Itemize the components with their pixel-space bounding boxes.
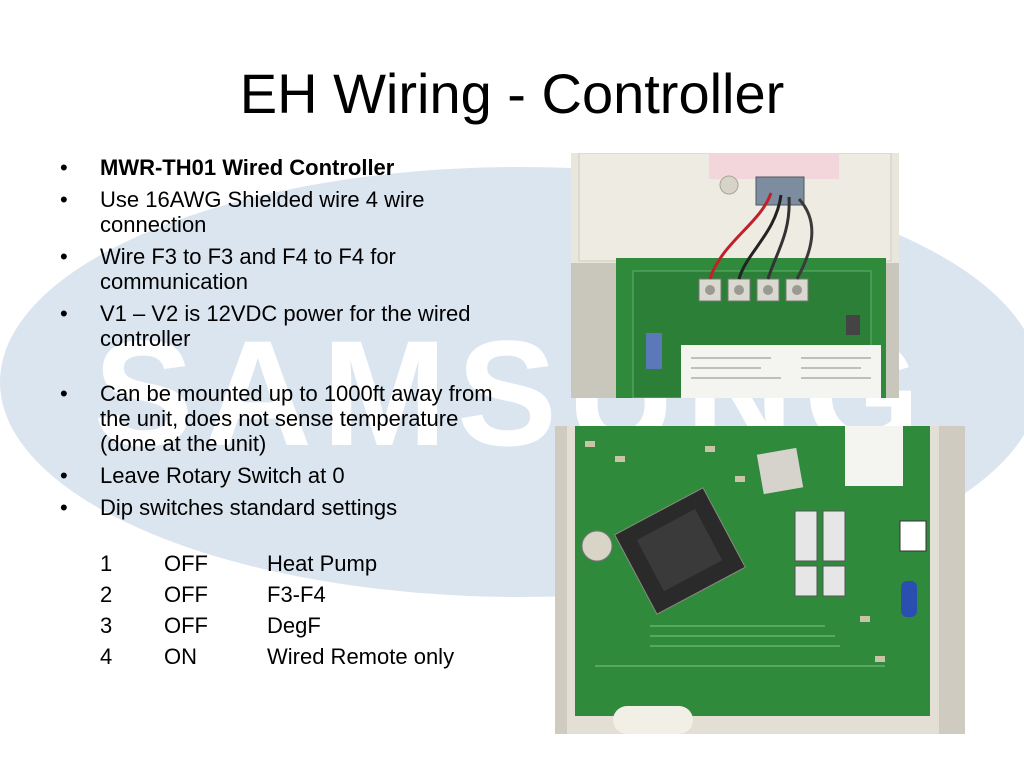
dip-switch-row: 2 OFF F3-F4: [100, 579, 454, 610]
dip-switch-function: Heat Pump: [267, 551, 378, 576]
slide-title: EH Wiring - Controller: [239, 62, 785, 125]
dip-switch-function: DegF: [267, 613, 321, 638]
controller-terminal-photo: [571, 153, 899, 398]
dip-switch-row: 1 OFF Heat Pump: [100, 548, 454, 579]
controller-pcb-photo: [555, 426, 965, 734]
dip-switch-number: 4: [100, 644, 113, 669]
bullet-item: Use 16AWG Shielded wire 4 wire connectio…: [55, 187, 505, 237]
dip-switch-state: OFF: [164, 551, 208, 576]
bullet-text: Wire F3 to F3 and F4 to F4 for communica…: [100, 244, 396, 294]
dip-switch-state: OFF: [164, 613, 208, 638]
dip-switch-table: 1 OFF Heat Pump 2 OFF F3-F4 3 OFF DegF 4…: [100, 548, 454, 672]
dip-switch-number: 1: [100, 551, 113, 576]
bullet-item: Leave Rotary Switch at 0: [55, 463, 505, 488]
bullet-text: Use 16AWG Shielded wire 4 wire connectio…: [100, 187, 425, 237]
bullet-item: Dip switches standard settings: [55, 495, 505, 520]
dip-switch-number: 3: [100, 613, 113, 638]
bullet-item: Wire F3 to F3 and F4 to F4 for communica…: [55, 244, 505, 294]
dip-switch-state: ON: [164, 644, 197, 669]
bullet-text: MWR-TH01 Wired Controller: [100, 155, 395, 180]
dip-switch-number: 2: [100, 582, 113, 607]
bullet-item: V1 – V2 is 12VDC power for the wired con…: [55, 301, 505, 351]
dip-switch-row: 4 ON Wired Remote only: [100, 641, 454, 672]
bullet-item: MWR-TH01 Wired Controller: [55, 155, 505, 180]
bullet-text: Can be mounted up to 1000ft away from th…: [100, 381, 493, 456]
bullet-text: Leave Rotary Switch at 0: [100, 463, 345, 488]
bullet-text: Dip switches standard settings: [100, 495, 398, 520]
dip-switch-function: F3-F4: [267, 582, 326, 607]
bullet-item: Can be mounted up to 1000ft away from th…: [55, 381, 505, 456]
bullet-text: V1 – V2 is 12VDC power for the wired con…: [100, 301, 471, 351]
dip-switch-row: 3 OFF DegF: [100, 610, 454, 641]
dip-switch-state: OFF: [164, 582, 208, 607]
dip-switch-function: Wired Remote only: [267, 644, 455, 669]
bullet-list: MWR-TH01 Wired Controller Use 16AWG Shie…: [55, 155, 505, 527]
